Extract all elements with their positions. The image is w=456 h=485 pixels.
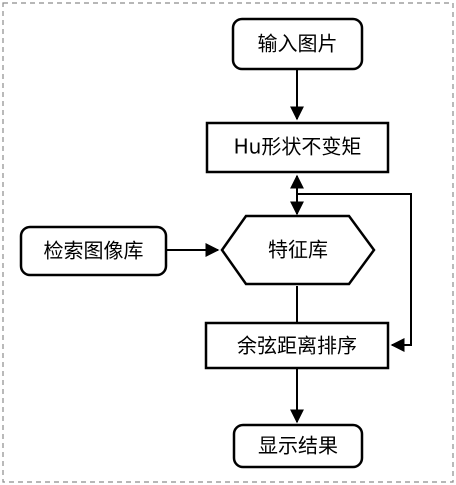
node-retrieval-db-label: 检索图像库 <box>44 239 144 263</box>
node-input-image-label: 输入图片 <box>258 32 338 56</box>
node-feature-db: 特征库 <box>220 214 376 286</box>
node-show-result: 显示结果 <box>232 423 364 469</box>
node-input-image: 输入图片 <box>231 17 364 71</box>
node-hu-moments: Hu形状不变矩 <box>205 121 390 174</box>
node-cosine-sort-label: 余弦距离排序 <box>237 334 357 358</box>
node-retrieval-db: 检索图像库 <box>19 225 168 277</box>
arrow-hu-to-cosine-loop <box>297 193 412 352</box>
node-show-result-label: 显示结果 <box>258 434 338 458</box>
node-hu-moments-label: Hu形状不变矩 <box>234 135 362 159</box>
node-cosine-sort: 余弦距离排序 <box>204 321 390 370</box>
node-feature-db-label: 特征库 <box>268 238 328 262</box>
